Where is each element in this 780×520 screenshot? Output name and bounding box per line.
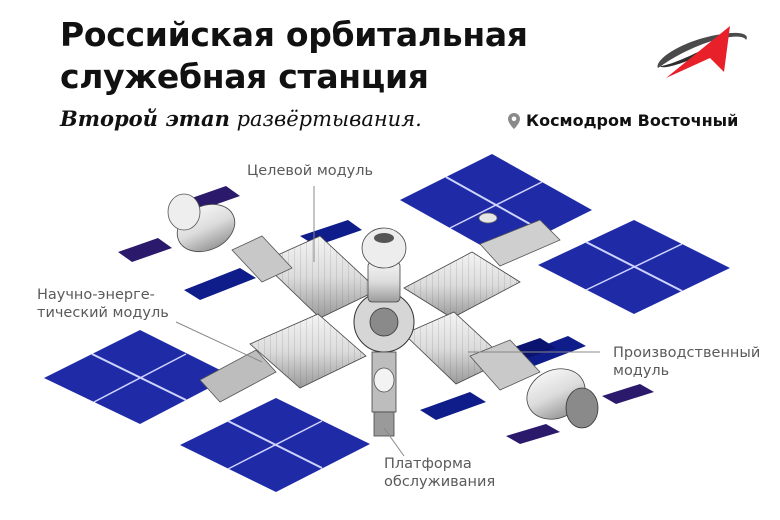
- roscosmos-logo: [657, 26, 747, 78]
- map-pin-icon: [508, 112, 520, 129]
- location-label: Космодром Восточный: [508, 111, 738, 130]
- subtitle: Второй этап развёртывания.: [60, 106, 422, 131]
- subtitle-bold: Второй этап: [60, 106, 230, 131]
- callout-production-line-1: Производственный: [613, 345, 761, 361]
- page-title: Российская орбитальная служебная станция: [60, 14, 528, 98]
- callout-target-module: Целевой модуль: [247, 162, 373, 180]
- central-node: [353, 227, 415, 353]
- small-solar-panel: [184, 268, 256, 300]
- module-target: [167, 193, 379, 319]
- leader-line-science: [175, 321, 263, 363]
- subtitle-rest: развёртывания.: [229, 107, 422, 131]
- solar-array-left: [44, 330, 232, 424]
- module-science-power: [199, 313, 367, 403]
- callout-science-power-module: Научно-энерге- тический модуль: [37, 286, 169, 322]
- callout-production-module: Производственный модуль: [613, 344, 760, 380]
- small-solar-panel: [186, 186, 240, 210]
- title-line-2: служебная станция: [60, 57, 429, 96]
- location-text: Космодром Восточный: [526, 111, 739, 130]
- small-solar-panel: [420, 392, 486, 420]
- callout-science-line-1: Научно-энерге-: [37, 287, 155, 303]
- small-solar-panel: [506, 424, 560, 444]
- module-production: [403, 311, 599, 429]
- module-upper-right: [403, 212, 561, 319]
- leader-line-platform: [383, 427, 405, 457]
- small-solar-panel: [516, 336, 586, 366]
- small-solar-panel: [602, 384, 654, 404]
- callout-service-platform: Платформа обслуживания: [384, 455, 495, 491]
- callout-science-line-2: тический модуль: [37, 305, 169, 321]
- callout-target-module-text: Целевой модуль: [247, 163, 374, 179]
- solar-array-bottom: [180, 398, 370, 492]
- callout-production-line-2: модуль: [613, 363, 670, 379]
- callout-platform-line-1: Платформа: [384, 456, 472, 472]
- solar-array-right: [538, 220, 730, 314]
- small-solar-panel: [118, 238, 172, 262]
- title-line-1: Российская орбитальная: [60, 15, 528, 54]
- callout-platform-line-2: обслуживания: [384, 474, 496, 490]
- station-illustration: [44, 154, 730, 492]
- service-platform: [371, 351, 397, 437]
